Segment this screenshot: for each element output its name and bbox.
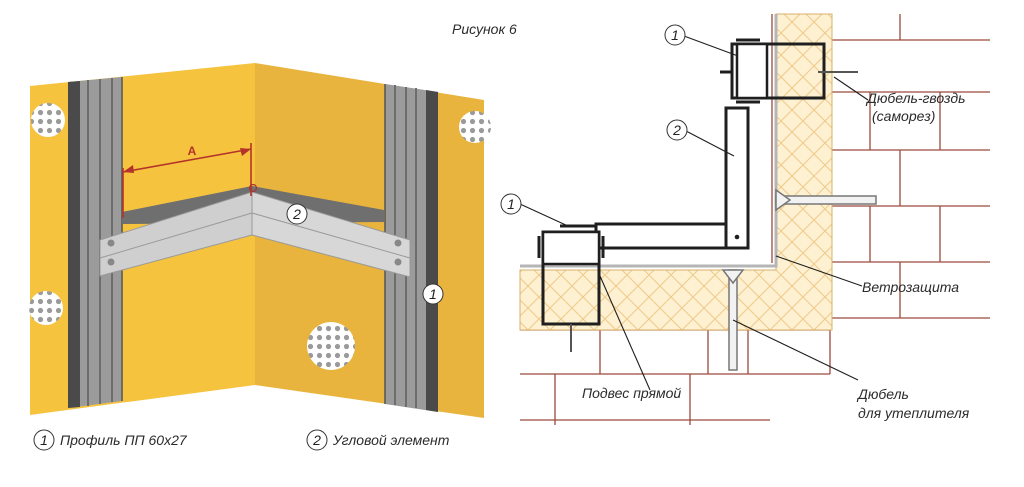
leader-lines [519,35,869,391]
label-dowel-nail-sub: (саморез) [872,108,935,124]
callout-left-2: 2 [286,203,308,225]
label-hanger: Подвес прямой [582,385,681,401]
bracket-top [720,38,858,104]
callout-right-1-top: 1 [664,24,686,46]
legend-item-1: 1 Профиль ПП 60х27 [33,429,188,451]
svg-text:Угловой элемент: Угловой элемент [332,432,450,448]
insulation-dowel-horizontal [775,188,877,212]
label-dowel-nail: Дюбель-гвоздь [865,90,966,106]
callout-right-1-left: 1 [500,193,522,215]
svg-text:1: 1 [507,196,515,212]
label-wind-barrier: Ветрозащита [862,279,959,295]
figure-title: Рисунок 6 [452,21,517,37]
insulation-dowel-heads [29,103,491,370]
profile-vertical [724,106,750,250]
dimension-a: A [122,143,252,218]
label-insulation-dowel-sub: для утеплителя [858,405,970,421]
bracket-bottom [537,230,605,352]
svg-text:1: 1 [40,432,48,448]
svg-text:Профиль ПП 60х27: Профиль ПП 60х27 [60,432,188,448]
svg-text:1: 1 [429,286,437,302]
label-insulation-dowel: Дюбель [856,386,909,402]
legend: 1 Профиль ПП 60х27 2 Угловой элемент [33,429,450,451]
legend-item-2: 2 Угловой элемент [306,429,450,451]
svg-text:1: 1 [671,27,679,43]
insulation-layer [519,13,833,331]
dimension-a-label: A [188,144,197,158]
left-corner-view: A 2 1 [29,63,491,418]
profile-horizontal [594,222,728,250]
svg-text:2: 2 [672,122,681,138]
svg-text:2: 2 [312,432,321,448]
right-section-view: 1 2 1 Дюбель-гвоздь (саморез) Ветрозащит… [500,13,990,425]
brick-wall-vertical [771,14,990,319]
callout-right-2: 2 [666,119,688,141]
svg-text:2: 2 [292,206,301,222]
callout-left-1: 1 [422,283,444,305]
